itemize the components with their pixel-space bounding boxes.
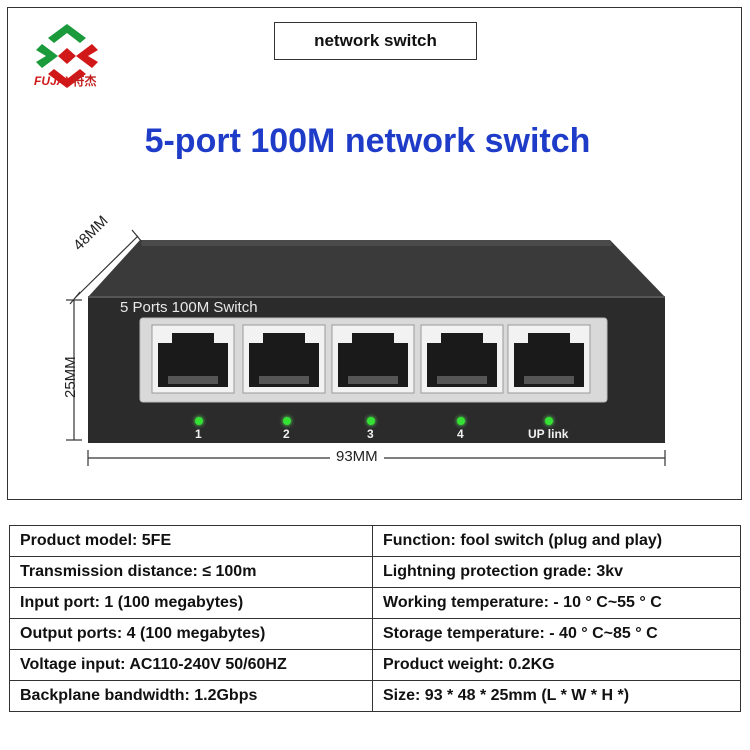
- spec-cell: Transmission distance: ≤ 100m: [9, 556, 373, 588]
- spec-cell: Storage temperature: - 40 ° C~85 ° C: [372, 618, 741, 650]
- rj45-port-2: [242, 324, 326, 394]
- spec-cell: Lightning protection grade: 3kv: [372, 556, 741, 588]
- port-4-led: [457, 417, 465, 425]
- uplink-label: UP link: [528, 427, 569, 441]
- table-row: Input port: 1 (100 megabytes) Working te…: [9, 587, 741, 619]
- fujay-logo-icon: [36, 24, 98, 88]
- spec-cell: Input port: 1 (100 megabytes): [9, 587, 373, 619]
- spec-cell: Function: fool switch (plug and play): [372, 525, 741, 557]
- brand-name: FUJAY: [34, 74, 73, 88]
- switch-top-face: [88, 240, 665, 297]
- spec-cell: Backplane bandwidth: 1.2Gbps: [9, 680, 373, 712]
- port-3-led: [367, 417, 375, 425]
- table-row: Output ports: 4 (100 megabytes) Storage …: [9, 618, 741, 650]
- switch-model-label: 5 Ports 100M Switch: [120, 299, 258, 316]
- height-dimension-label: 25MM: [62, 356, 79, 398]
- table-row: Transmission distance: ≤ 100m Lightning …: [9, 556, 741, 588]
- port-1-led: [195, 417, 203, 425]
- spec-cell: Product model: 5FE: [9, 525, 373, 557]
- table-row: Backplane bandwidth: 1.2Gbps Size: 93 * …: [9, 680, 741, 712]
- spec-cell: Size: 93 * 48 * 25mm (L * W * H *): [372, 680, 741, 712]
- table-row: Voltage input: AC110-240V 50/60HZ Produc…: [9, 649, 741, 681]
- product-image-frame: [7, 7, 742, 500]
- spec-cell: Voltage input: AC110-240V 50/60HZ: [9, 649, 373, 681]
- rj45-port-1: [151, 324, 235, 394]
- port-1-label: 1: [195, 427, 202, 441]
- brand-wordmark: FUJAY符杰: [34, 72, 96, 89]
- spec-cell: Product weight: 0.2KG: [372, 649, 741, 681]
- port-3-label: 3: [367, 427, 374, 441]
- rj45-port-uplink: [507, 324, 591, 394]
- uplink-led: [545, 417, 553, 425]
- table-row: Product model: 5FE Function: fool switch…: [9, 525, 741, 557]
- brand-name-cn: 符杰: [72, 74, 97, 88]
- specs-table: Product model: 5FE Function: fool switch…: [9, 525, 741, 712]
- category-tag: network switch: [274, 22, 477, 60]
- spec-cell: Working temperature: - 10 ° C~55 ° C: [372, 587, 741, 619]
- width-dimension-label: 93MM: [330, 448, 384, 465]
- page-title: 5-port 100M network switch: [144, 122, 591, 160]
- port-4-label: 4: [457, 427, 464, 441]
- spec-cell: Output ports: 4 (100 megabytes): [9, 618, 373, 650]
- rj45-port-4: [420, 324, 504, 394]
- port-2-led: [283, 417, 291, 425]
- rj45-port-3: [331, 324, 415, 394]
- port-2-label: 2: [283, 427, 290, 441]
- switch-illustration: [66, 229, 666, 466]
